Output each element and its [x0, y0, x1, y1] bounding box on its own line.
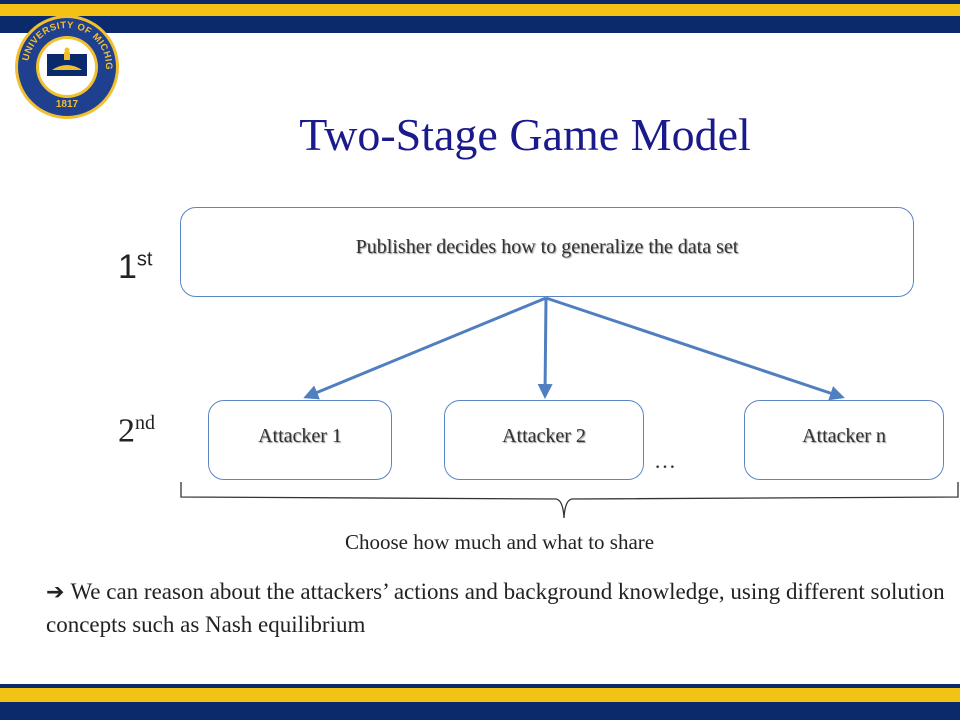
seal-year: 1817	[56, 99, 79, 110]
top-gold-band	[0, 4, 960, 16]
attacker-1-box: Attacker 1	[208, 400, 392, 480]
page-title: Two-Stage Game Model	[299, 109, 751, 160]
conclusion-text: ➔We can reason about the attackers’ acti…	[46, 576, 946, 641]
attacker-n-box: Attacker n	[744, 400, 944, 480]
stage-2-suffix: nd	[135, 412, 155, 434]
publisher-label: Publisher decides how to generalize the …	[355, 235, 739, 258]
stage-1-number: 1	[118, 248, 137, 286]
stage-2-number: 2	[118, 412, 135, 450]
university-seal-icon: THE UNIVERSITY OF MICHIGAN 1817	[14, 14, 119, 119]
ellipsis: …	[654, 448, 676, 473]
conclusion-body: We can reason about the attackers’ actio…	[46, 579, 945, 637]
brace-caption: Choose how much and what to share	[345, 530, 655, 554]
bottom-navy-band-lower	[0, 702, 960, 720]
attacker-2-label: Attacker 2	[502, 424, 586, 447]
attacker-2-box: Attacker 2	[444, 400, 644, 480]
bottom-navy-band	[0, 684, 960, 688]
curly-brace	[180, 482, 959, 519]
stage-1-suffix: st	[136, 248, 153, 271]
top-navy-band	[0, 0, 960, 4]
bottom-gold-band	[0, 688, 960, 702]
arrow-to-attacker-1	[303, 296, 547, 400]
attacker-1-label: Attacker 1	[258, 424, 342, 447]
arrow-to-attacker-2	[537, 297, 553, 399]
top-navy-band-lower	[0, 16, 960, 33]
stage-2-label: 2nd	[118, 412, 155, 450]
publisher-box: Publisher decides how to generalize the …	[180, 207, 914, 297]
right-arrow-icon: ➔	[46, 580, 65, 605]
stage-1-label: 1st	[118, 248, 152, 287]
arrow-to-attacker-n	[545, 296, 845, 401]
attacker-n-label: Attacker n	[802, 424, 886, 447]
